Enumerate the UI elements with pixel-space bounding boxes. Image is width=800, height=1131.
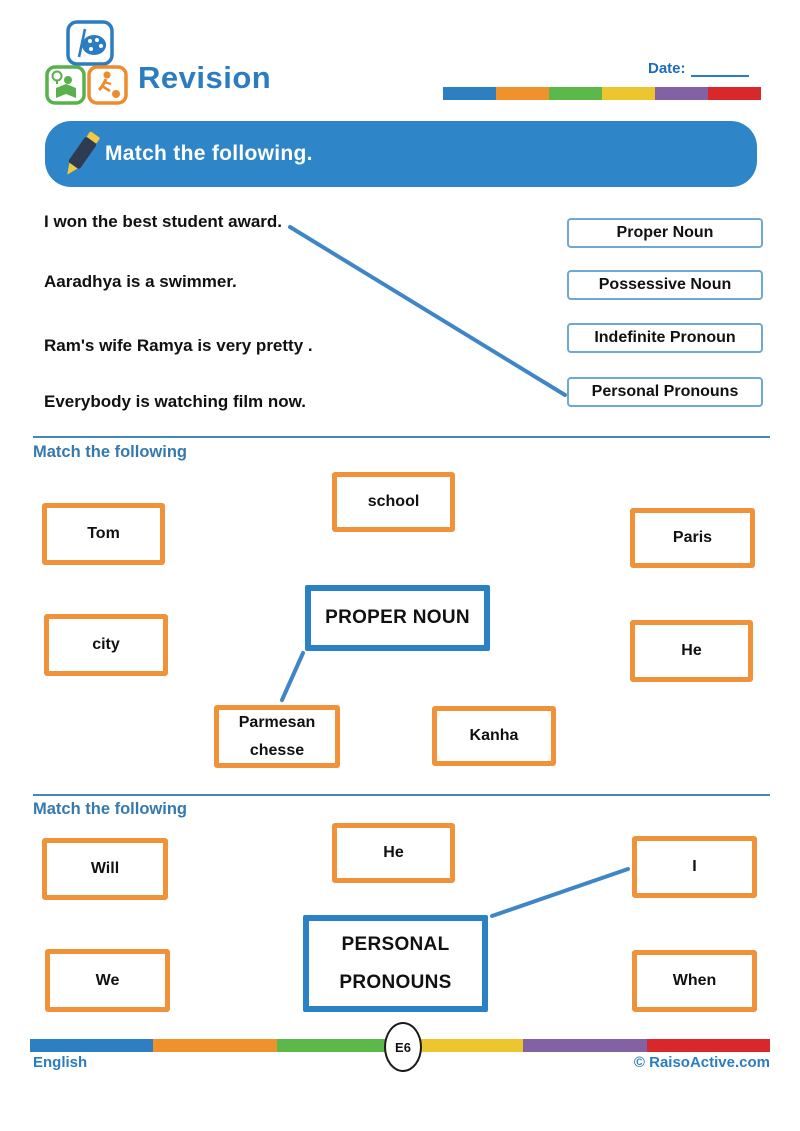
football-kid-icon — [87, 65, 128, 105]
section3-heading: Match the following — [33, 800, 187, 818]
reading-child-icon — [45, 65, 86, 105]
option-personal-pronouns[interactable]: Personal Pronouns — [567, 377, 763, 407]
word-box-i[interactable]: I — [632, 836, 757, 898]
section2-heading: Match the following — [33, 443, 187, 461]
word-box-parmesan-chesse[interactable]: Parmesan chesse — [214, 705, 340, 768]
bar-segment-green — [549, 87, 602, 100]
bar-segment-purple — [655, 87, 708, 100]
palette-brush-icon — [66, 20, 114, 66]
bar-segment-blue — [30, 1039, 154, 1052]
bar-segment-orange — [153, 1039, 277, 1052]
word-box-paris[interactable]: Paris — [630, 508, 755, 568]
copyright-text: © RaisoActive.com — [633, 1054, 770, 1071]
word-box-he[interactable]: He — [332, 823, 455, 883]
center-box-personal-pronouns[interactable]: PERSONAL PRONOUNS — [303, 915, 488, 1012]
sentence-3[interactable]: Ram's wife Ramya is very pretty . — [44, 336, 313, 355]
page-title: Revision — [138, 60, 272, 95]
marker-pen-icon — [67, 131, 100, 175]
word-box-we[interactable]: We — [45, 949, 170, 1012]
bar-segment-red — [646, 1039, 770, 1052]
decor-bar-bottom — [30, 1039, 770, 1052]
subject-label: English — [33, 1054, 88, 1071]
word-box-will[interactable]: Will — [42, 838, 168, 900]
option-indefinite-pronoun[interactable]: Indefinite Pronoun — [567, 323, 763, 353]
center-box-proper-noun[interactable]: PROPER NOUN — [305, 585, 490, 651]
bar-segment-orange — [496, 87, 549, 100]
date-label: Date: — [648, 60, 686, 77]
word-box-tom[interactable]: Tom — [42, 503, 165, 565]
instruction-banner: Match the following. — [45, 121, 757, 187]
sentence-1[interactable]: I won the best student award. — [44, 212, 283, 231]
connector-sentence1-to-personal-pronouns — [288, 225, 567, 397]
connector-personal-pronouns-to-i — [490, 867, 630, 918]
option-proper-noun[interactable]: Proper Noun — [567, 218, 763, 248]
word-box-school[interactable]: school — [332, 472, 455, 532]
bar-segment-yellow — [602, 87, 655, 100]
sentence-4[interactable]: Everybody is watching film now. — [44, 392, 306, 411]
sentence-2[interactable]: Aaradhya is a swimmer. — [44, 272, 237, 291]
bar-segment-blue — [443, 87, 496, 100]
bar-segment-purple — [523, 1039, 647, 1052]
banner-title: Match the following. — [105, 142, 313, 165]
word-box-he[interactable]: He — [630, 620, 753, 682]
brand-logo — [44, 18, 136, 111]
date-field: Date: — [648, 60, 749, 77]
page-code-badge: E6 — [384, 1022, 422, 1072]
option-possessive-noun[interactable]: Possessive Noun — [567, 270, 763, 300]
date-blank-line[interactable] — [690, 61, 749, 77]
connector-proper-noun-to-parmesan — [280, 651, 305, 702]
section-divider — [33, 794, 770, 796]
bar-segment-green — [276, 1039, 400, 1052]
decor-bar-top — [443, 87, 761, 100]
word-box-when[interactable]: When — [632, 950, 757, 1012]
word-box-city[interactable]: city — [44, 614, 168, 676]
word-box-kanha[interactable]: Kanha — [432, 706, 556, 766]
bar-segment-yellow — [399, 1039, 524, 1052]
bar-segment-red — [708, 87, 761, 100]
section-divider — [33, 436, 770, 438]
